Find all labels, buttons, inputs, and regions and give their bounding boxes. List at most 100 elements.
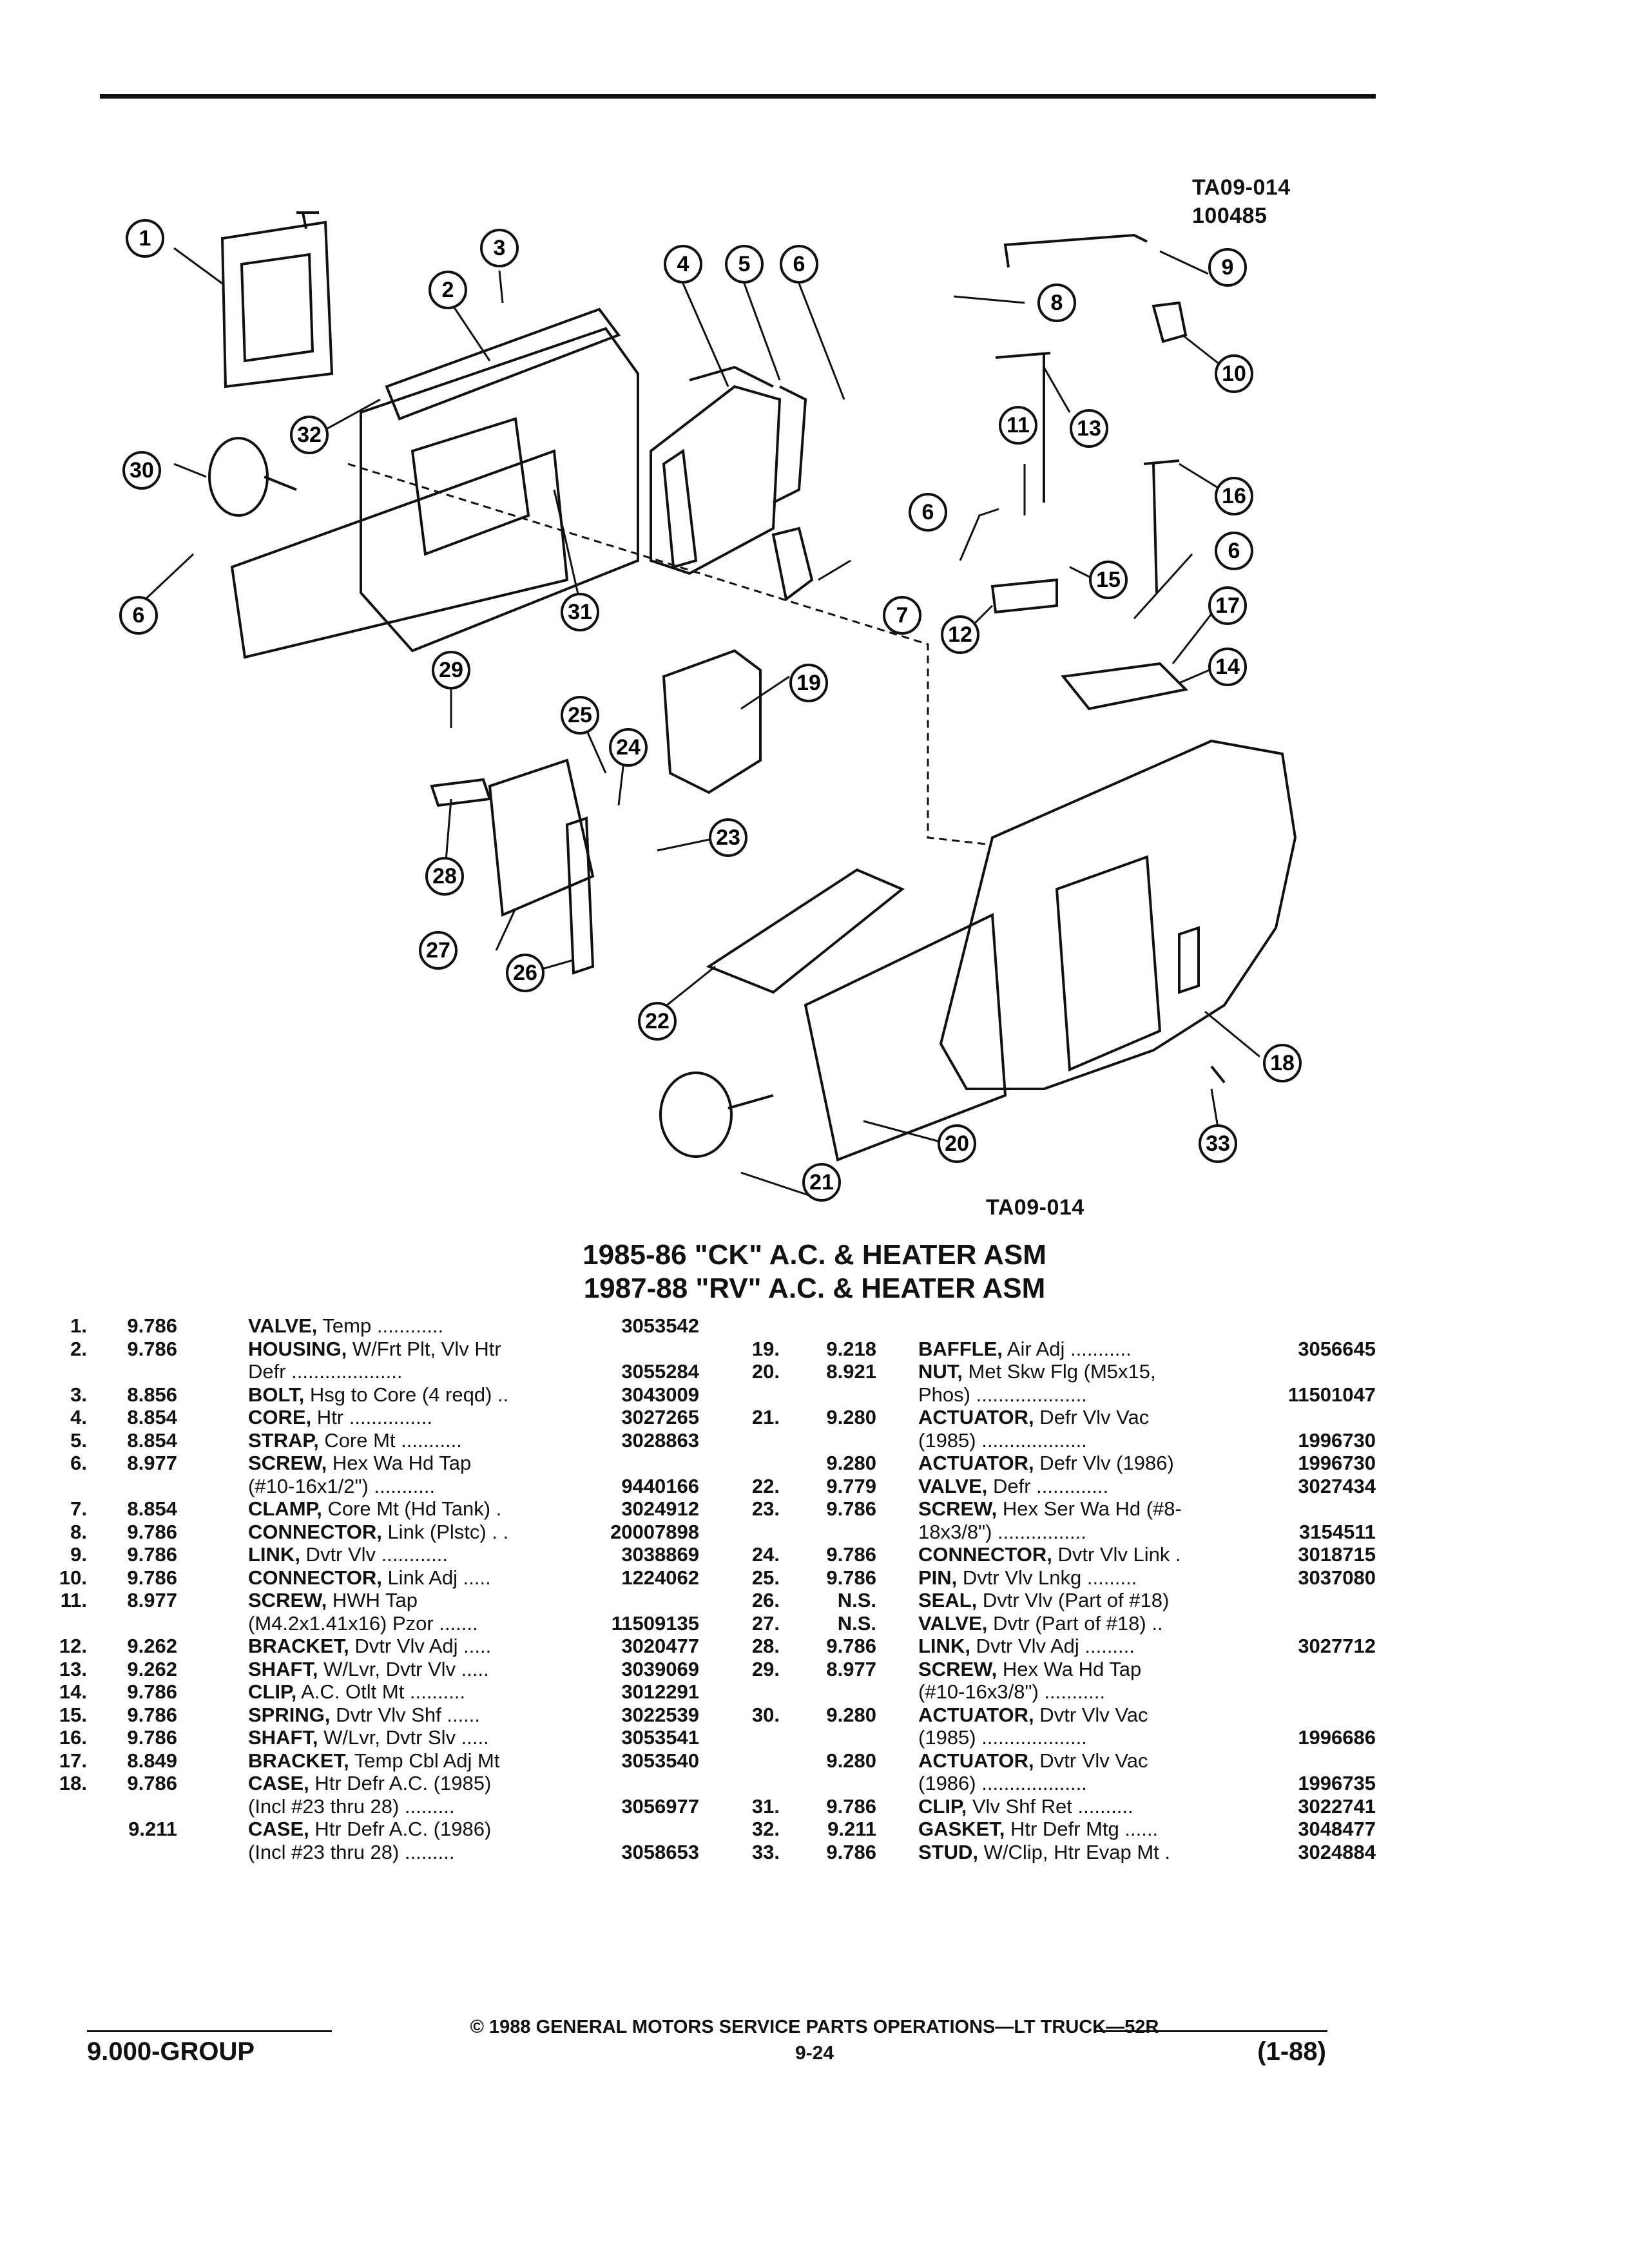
part-shaft-slv [1143,459,1180,593]
part-number: 11501047 [1287,1383,1376,1406]
callout-29: 29 [432,651,470,689]
footer-page-number: 9-24 [795,2042,834,2064]
group-number: 8.849 [127,1749,177,1772]
item-description: VALVE, Defr ............. [918,1475,1108,1498]
callout-17: 17 [1208,586,1247,625]
exploded-parts-diagram: 1 2 3 4 5 6 7 8 9 10 11 12 13 14 15 16 1… [119,211,1302,1202]
part-number: 3020477 [621,1635,699,1657]
svg-text:28: 28 [432,864,457,889]
group-number: 9.218 [826,1337,876,1360]
leader-lines [137,247,1260,1200]
item-detail: W/Clip, Htr Evap Mt . [978,1840,1170,1863]
item-name: ACTUATOR, [918,1703,1034,1726]
callout-23: 23 [709,818,747,857]
part-number: 3053542 [621,1314,699,1337]
group-number: 8.854 [127,1406,177,1428]
callout-18: 18 [1263,1044,1302,1082]
callout-28: 28 [425,857,464,896]
callout-19: 19 [789,664,828,702]
item-description: (Incl #23 thru 28) ......... [248,1841,454,1864]
part-heater-core [650,365,782,575]
item-name: PIN, [918,1566,958,1589]
item-number: 30. [751,1703,780,1726]
item-name: ACTUATOR, [918,1406,1034,1428]
part-link [1003,233,1148,268]
item-detail: Dvtr Vlv Link . [1052,1543,1181,1566]
item-number: 29. [751,1657,780,1680]
item-name: CASE, [248,1818,309,1840]
item-number: 17. [59,1749,87,1772]
item-number: 1. [70,1314,87,1337]
group-number: 9.786 [127,1566,177,1589]
callout-8: 8 [1037,284,1076,322]
item-name: VALVE, [918,1474,988,1497]
item-detail: Temp ............ [317,1314,444,1337]
svg-text:33: 33 [1206,1131,1230,1156]
item-name: SCREW, [248,1452,327,1474]
svg-text:32: 32 [297,423,322,447]
item-number: 24. [751,1543,780,1566]
item-description: BRACKET, Temp Cbl Adj Mt [248,1749,499,1773]
part-number: 1996686 [1298,1726,1376,1749]
part-number: 3022539 [621,1703,699,1726]
item-number: 28. [751,1635,780,1657]
group-number: 9.786 [127,1680,177,1703]
item-number: 11. [60,1589,87,1611]
callout-21: 21 [802,1163,841,1202]
item-name: LINK, [248,1543,300,1566]
item-description: GASKET, Htr Defr Mtg ...... [918,1818,1158,1841]
callout-1: 1 [126,219,164,258]
item-description: VALVE, Dvtr (Part of #18) .. [918,1612,1163,1635]
svg-text:8: 8 [1051,291,1063,315]
svg-text:3: 3 [494,236,506,260]
group-number: 8.977 [127,1452,177,1474]
group-number: 9.262 [127,1657,177,1680]
item-detail: A.C. Otlt Mt .......... [296,1680,466,1703]
part-actuator-plate [208,437,569,659]
group-number: 9.786 [127,1726,177,1749]
svg-text:6: 6 [133,603,145,628]
part-number: 3055284 [621,1360,699,1383]
part-number: 3039069 [621,1657,699,1680]
item-description: Phos) .................... [918,1383,1087,1407]
group-number: 9.786 [826,1497,876,1520]
part-number: 3058653 [621,1840,699,1863]
svg-text:15: 15 [1096,568,1121,592]
part-number: 3154511 [1299,1520,1376,1543]
callout-9: 9 [1208,248,1247,287]
group-number: 9.786 [127,1543,177,1566]
item-detail: Hex Ser Wa Hd (#8- [997,1497,1182,1520]
item-description: CLAMP, Core Mt (Hd Tank) . [248,1497,501,1521]
svg-text:7: 7 [896,603,909,628]
group-number: 9.786 [127,1314,177,1337]
item-name: GASKET, [918,1818,1005,1840]
item-description: (M4.2x1.41x16) Pzor ....... [248,1612,478,1635]
item-number: 31. [751,1794,780,1818]
part-number: 20007898 [610,1520,699,1543]
part-number: 3053540 [621,1749,699,1772]
svg-text:6: 6 [793,252,805,276]
item-number: 32. [751,1818,780,1840]
item-name: NUT, [918,1360,963,1383]
item-detail: Dvtr Vlv Shf ...... [330,1703,481,1726]
item-description: Defr .................... [248,1360,402,1383]
callout-6a: 6 [780,245,818,284]
callout-15: 15 [1089,561,1128,599]
callout-7: 7 [883,596,921,635]
item-detail: (1985) ................... [918,1428,1087,1452]
item-number: 7. [70,1497,87,1520]
item-description: SPRING, Dvtr Vlv Shf ...... [248,1704,480,1727]
item-detail: Htr ............... [311,1406,432,1428]
part-number: 3056645 [1298,1337,1376,1360]
item-description: BRACKET, Dvtr Vlv Adj ..... [248,1635,491,1658]
